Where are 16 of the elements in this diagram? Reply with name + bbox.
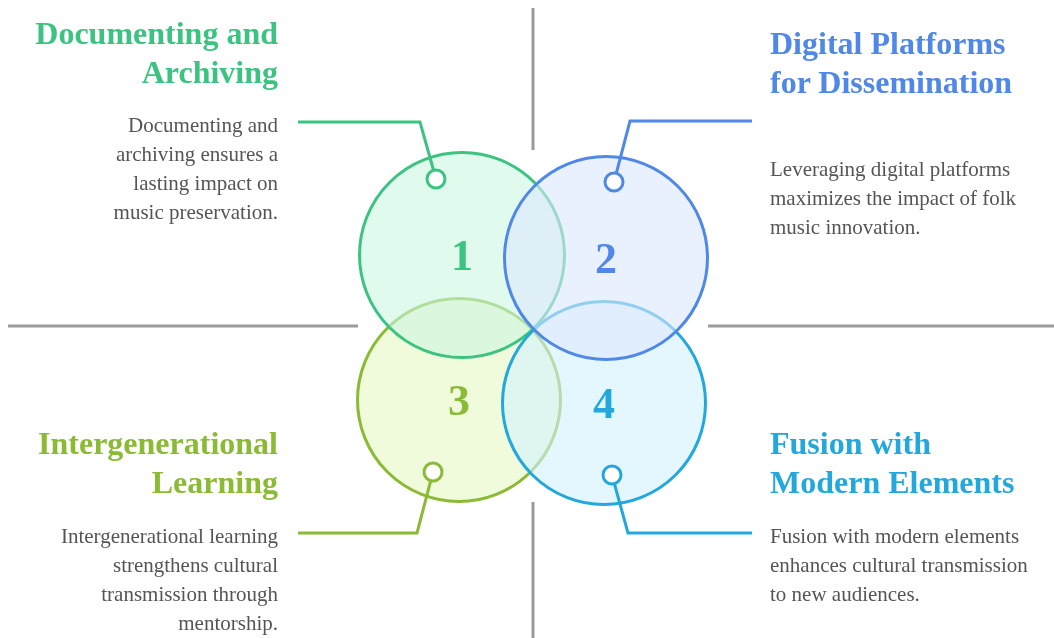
- step-number: 1: [451, 229, 473, 281]
- leader-line: [601, 464, 752, 535]
- leader-line: [603, 119, 752, 193]
- description: Leveraging digital platforms maximizes the impact of folk music innovation.: [770, 156, 1018, 241]
- heading: Digital Platforms for Dissemination: [770, 24, 1014, 102]
- heading: Documenting and Archiving: [34, 14, 278, 92]
- step-number: 2: [595, 232, 617, 284]
- step-number: 3: [448, 374, 470, 426]
- heading: Fusion with Modern Elements: [770, 424, 1016, 502]
- leader-line: [298, 461, 444, 535]
- description: Intergenerational learning strengthens cultural transmission through mentorship.: [59, 523, 278, 637]
- step-number: 4: [593, 377, 615, 429]
- heading: Intergenerational Learning: [37, 424, 278, 502]
- leader-line: [298, 120, 447, 190]
- description: Documenting and archiving ensures a lasting impact on music preservation.: [112, 112, 278, 226]
- description: Fusion with modern elements enhances cultural transmission to new audiences.: [770, 523, 1029, 608]
